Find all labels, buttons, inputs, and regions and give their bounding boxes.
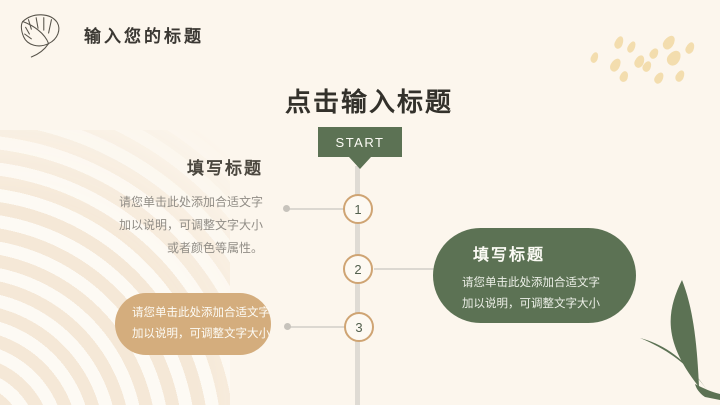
tan-card[interactable]: 请您单击此处添加合适文字 加以说明，可调整文字大小 (115, 293, 271, 355)
gold-petal-icon (612, 34, 626, 51)
tan-card-line: 加以说明，可调整文字大小 (132, 328, 270, 340)
connector-dot (283, 205, 290, 212)
left-block-heading[interactable]: 填写标题 (187, 159, 263, 178)
gold-petal-icon (618, 69, 630, 84)
left-block-line: 请您单击此处添加合适文字 (118, 195, 263, 209)
bamboo-leaf-icon (640, 280, 720, 400)
gold-petal-icon (683, 40, 697, 56)
timeline-step-3: 3 (344, 312, 374, 342)
step-number: 3 (355, 319, 363, 335)
green-card[interactable]: 填写标题 请您单击此处添加合适文字 加以说明，可调整文字大小 (433, 228, 636, 323)
green-card-line: 请您单击此处添加合适文字 (462, 277, 600, 289)
connector-dot (284, 323, 291, 330)
green-card-heading[interactable]: 填写标题 (473, 247, 546, 264)
step-number: 2 (354, 261, 362, 277)
concentric-arcs-decoration (0, 130, 230, 405)
left-block-line: 或者颜色等属性。 (166, 241, 263, 255)
gold-petal-icon (608, 56, 623, 74)
header: 输入您的标题 (16, 10, 204, 58)
gold-petal-icon (589, 51, 600, 64)
gold-petal-icon (647, 46, 661, 61)
green-card-line: 加以说明，可调整文字大小 (462, 298, 600, 310)
tan-card-line: 请您单击此处添加合适文字 (132, 307, 270, 319)
left-block-line: 加以说明，可调整文字大小 (118, 218, 263, 232)
connector-line (290, 326, 345, 328)
bamboo-leaves-decoration (635, 280, 720, 405)
gold-petal-icon (625, 40, 638, 54)
slide-title[interactable]: 点击输入标题 (284, 87, 453, 117)
leaf-outline-icon (20, 14, 60, 58)
gold-petal-icon (673, 68, 687, 84)
timeline-step-2: 2 (343, 254, 373, 284)
gold-petal-icon (652, 70, 666, 86)
step-number: 1 (354, 201, 362, 217)
gold-petal-icon (664, 48, 684, 68)
start-flag[interactable]: START (318, 127, 402, 157)
timeline-line (355, 166, 360, 405)
connector-line (374, 268, 438, 270)
timeline-step-1: 1 (343, 194, 373, 224)
connector-line (288, 208, 344, 210)
gold-petal-icon (660, 33, 678, 52)
page-title[interactable]: 输入您的标题 (84, 26, 204, 46)
left-text-block[interactable]: 填写标题 请您单击此处添加合适文字 加以说明，可调整文字大小 或者颜色等属性。 (88, 154, 263, 260)
